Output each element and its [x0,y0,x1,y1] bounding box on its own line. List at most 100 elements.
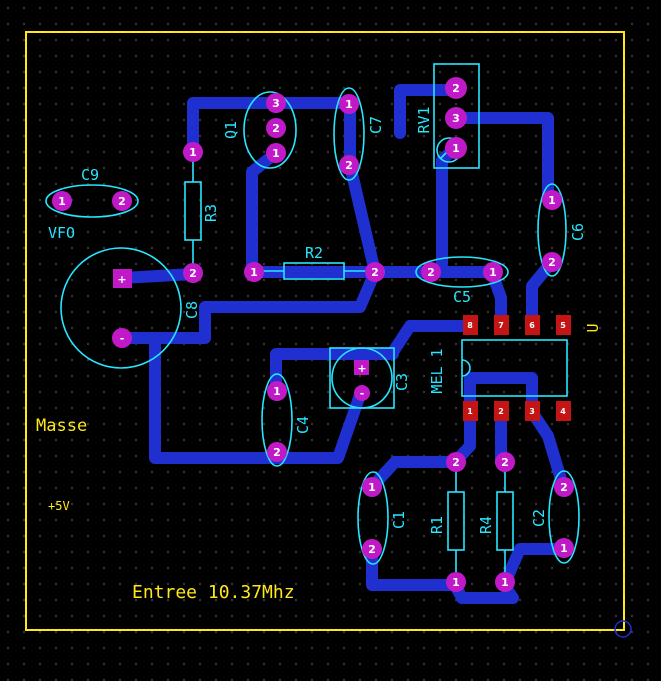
pad: 2 [554,477,574,497]
svg-text:4: 4 [560,407,566,416]
pad: 1 [362,477,382,497]
board-notes: Masse +5V Entree 10.37Mhz [36,416,295,603]
pad: 1 [339,94,359,114]
c9-outline [45,184,139,218]
label-r2: R2 [305,244,323,262]
label-c4: C4 [294,416,312,434]
svg-text:1: 1 [189,146,197,159]
origin-marker [614,620,632,638]
label-c7: C7 [367,116,385,134]
c4-outline [261,373,293,467]
pad: 2 [445,77,467,99]
svg-text:2: 2 [560,481,568,494]
pad: 2 [112,191,132,211]
pad: - [112,328,132,348]
pad: 3 [445,107,467,129]
svg-text:2: 2 [368,543,376,556]
svg-text:1: 1 [345,98,353,111]
c1-outline [357,471,389,565]
pad: 2 [365,262,385,282]
svg-text:1: 1 [272,147,280,160]
label-c6: C6 [569,223,587,241]
smd-pad: 6 [525,315,540,335]
label-masse: Masse [36,416,87,436]
svg-text:+: + [117,273,126,286]
svg-text:-: - [360,387,365,400]
label-plus5v: +5V [48,499,70,513]
pad: 2 [446,452,466,472]
svg-text:2: 2 [345,159,353,172]
smd-pad: 8 [463,315,478,335]
pad: 3 [266,93,286,113]
pad: 1 [483,262,503,282]
label-q1: Q1 [222,121,240,139]
label-r4: R4 [477,516,495,534]
pad: 1 [554,538,574,558]
label-c2: C2 [530,509,548,527]
pad: 2 [421,262,441,282]
svg-text:2: 2 [501,456,509,469]
svg-text:+: + [357,362,366,375]
mel1-body [461,339,568,397]
label-c8: C8 [183,301,201,319]
q1-outline [243,91,297,169]
svg-text:6: 6 [529,321,535,330]
svg-text:1: 1 [250,266,258,279]
label-mel1: MEL 1 [428,348,446,393]
svg-text:2: 2 [548,256,556,269]
smd-pad: 3 [525,401,540,421]
svg-text:1: 1 [489,266,497,279]
silkscreen-outlines [45,63,632,638]
svg-text:1: 1 [452,576,460,589]
label-rv1: RV1 [415,106,433,133]
svg-text:2: 2 [452,456,460,469]
c2-outline [548,470,580,564]
pad: 2 [183,263,203,283]
c8-outline [60,247,182,369]
svg-text:7: 7 [498,321,504,330]
label-c3: C3 [393,373,411,391]
svg-text:3: 3 [272,97,280,110]
svg-text:3: 3 [529,407,535,416]
board-edge [25,31,625,631]
pad: 1 [267,381,287,401]
label-u: U [584,323,602,332]
pad: 2 [495,452,515,472]
pad: - [354,385,370,401]
svg-text:1: 1 [273,385,281,398]
label-r3: R3 [202,204,220,222]
rv1-body [433,63,480,169]
svg-text:5: 5 [560,321,566,330]
label-c5: C5 [453,288,471,306]
svg-text:3: 3 [452,112,460,125]
smd-pad: 7 [494,315,509,335]
c7-outline [333,87,365,181]
svg-text:2: 2 [272,122,280,135]
pad: 1 [266,143,286,163]
pad: 1 [183,142,203,162]
label-vfo: VFO [48,224,75,242]
through-hole-pads: 1 2 1 2 3 2 1 1 2 2 3 1 1 2 1 2 2 1 + - … [52,77,574,592]
pad: 1 [52,191,72,211]
pad: 1 [495,572,515,592]
pad: 1 [445,137,467,159]
reference-labels: C9 R3 Q1 C7 RV1 C6 R2 C5 C8 MEL 1 U C3 C… [48,106,602,534]
svg-text:2: 2 [371,266,379,279]
svg-text:-: - [120,332,125,345]
label-entree: Entree 10.37Mhz [132,582,295,603]
label-c1: C1 [390,511,408,529]
svg-text:2: 2 [427,266,435,279]
smd-pad: 4 [556,401,571,421]
svg-text:2: 2 [452,82,460,95]
pad: + [113,269,132,288]
pad: + [354,360,369,375]
svg-text:1: 1 [467,407,473,416]
pad: 2 [267,442,287,462]
svg-text:1: 1 [452,142,460,155]
pad: 1 [244,262,264,282]
svg-text:8: 8 [467,321,473,330]
svg-text:2: 2 [189,267,197,280]
label-r1: R1 [428,516,446,534]
